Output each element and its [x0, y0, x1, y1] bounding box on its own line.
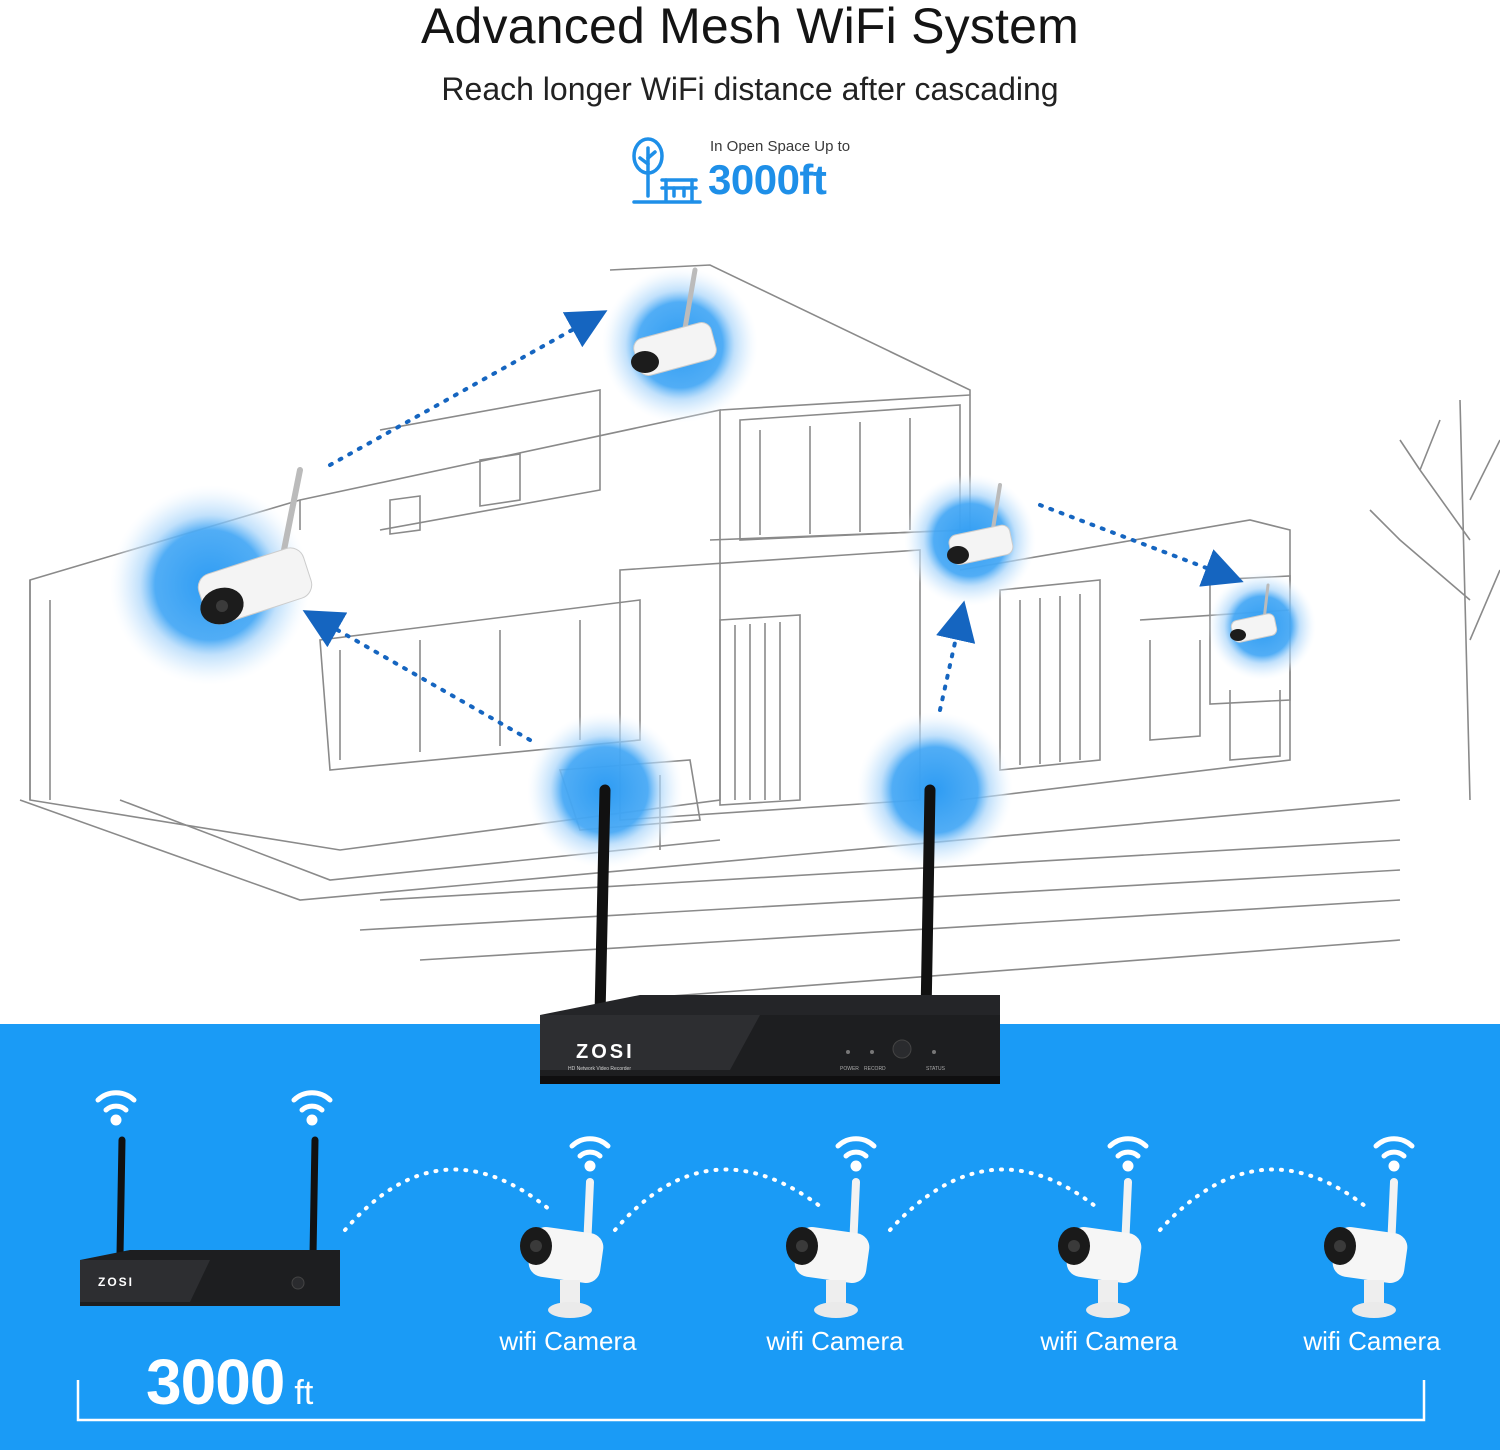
badge-caption: In Open Space Up to	[710, 138, 851, 155]
nvr-indicator-record: RECORD	[864, 1066, 886, 1072]
badge-value: 3000ft	[708, 156, 827, 203]
camera-label-4: wifi Camera	[1303, 1326, 1441, 1356]
camera-label-2: wifi Camera	[766, 1326, 904, 1356]
wifi-icon	[95, 1090, 137, 1126]
blue-band	[0, 1024, 1500, 1450]
distance-value: 3000	[146, 1346, 285, 1418]
nvr-model-label: HD Network Video Recorder	[568, 1066, 631, 1072]
nvr-indicator-status: STATUS	[926, 1066, 946, 1072]
page-title: Advanced Mesh WiFi System	[421, 0, 1079, 54]
camera-label-3: wifi Camera	[1040, 1326, 1178, 1356]
distance-unit: ft	[294, 1374, 314, 1412]
building-cameras	[197, 267, 1278, 643]
mesh-connection-arcs	[343, 1167, 1372, 1232]
cascade-arrows	[302, 310, 1244, 742]
range-bracket	[76, 1380, 1426, 1422]
wifi-icon	[835, 1136, 877, 1172]
building-lines	[19, 264, 1500, 1001]
nvr-recorder-small: ZOSI	[80, 1090, 340, 1306]
wifi-camera-3	[1058, 1136, 1149, 1318]
camera-label-1: wifi Camera	[499, 1326, 637, 1356]
wifi-camera-1	[520, 1136, 611, 1318]
wifi-icon	[291, 1090, 333, 1126]
wifi-icon	[1107, 1136, 1149, 1172]
wifi-icon	[569, 1136, 611, 1172]
nvr-small-brand-label: ZOSI	[98, 1275, 134, 1289]
wifi-camera-2	[786, 1136, 877, 1318]
nvr-recorder-large: ZOSI HD Network Video Recorder POWER REC…	[540, 784, 1000, 1084]
nvr-indicator-power: POWER	[840, 1066, 859, 1072]
house-illustration	[19, 264, 1500, 1001]
range-badge: In Open Space Up to 3000ft	[628, 136, 888, 208]
wifi-icon	[1373, 1136, 1415, 1172]
nvr-brand-label: ZOSI	[576, 1041, 635, 1063]
wifi-camera-4	[1324, 1136, 1415, 1318]
page-subtitle: Reach longer WiFi distance after cascadi…	[441, 71, 1059, 107]
tree-bench-icon	[632, 137, 702, 204]
